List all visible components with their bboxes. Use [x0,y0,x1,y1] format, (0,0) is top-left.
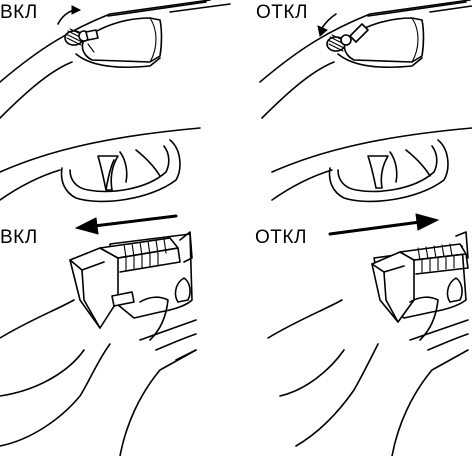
label-off-bottom: ОТКЛ [255,227,307,248]
safety-knob-off [326,23,369,52]
label-on-bottom: ВКЛ [0,227,38,248]
safety-slider-on [69,237,181,329]
label-off-top: ОТКЛ [256,2,308,23]
curved-arrow-clockwise-icon [57,5,82,25]
panel-bottom-right-tang-safety [267,213,469,456]
safety-slider-off [371,243,469,323]
panel-top-right-receiver [259,0,472,119]
panel-top-left-receiver [0,0,231,119]
panel-middle-right-trigger [271,127,472,203]
safety-knob-on [64,28,99,46]
arrow-right-icon [328,213,440,236]
curved-arrow-counterclockwise-icon [317,13,337,37]
panel-middle-left-trigger [0,127,201,203]
label-on-top: ВКЛ [0,2,38,23]
arrow-left-icon [74,214,178,235]
panel-bottom-left-tang-safety [0,214,197,456]
